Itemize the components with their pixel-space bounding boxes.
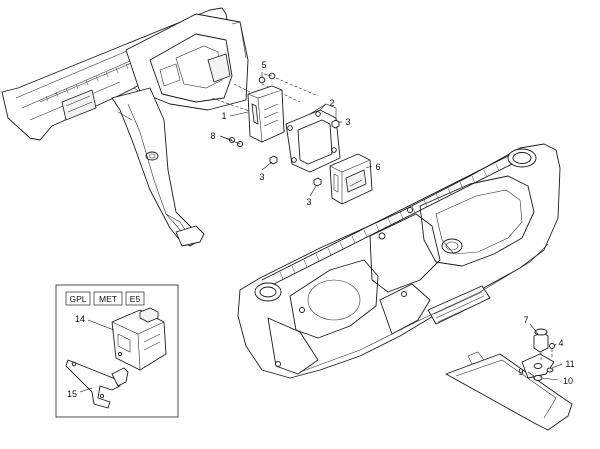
callout-11: 11 — [565, 359, 574, 369]
callout-5: 5 — [261, 60, 266, 70]
body-frame-structure — [1, 7, 249, 247]
callout-4: 4 — [558, 338, 563, 348]
callout-3a: 3 — [345, 117, 350, 127]
callout-10: 10 — [563, 376, 573, 386]
sensor-bracket-assembly — [445, 328, 573, 431]
callout-1: 1 — [221, 111, 226, 121]
callout-6: 6 — [375, 162, 380, 172]
ecu-module — [247, 85, 285, 143]
callout-14: 14 — [75, 314, 85, 324]
leader-lines — [79, 72, 563, 393]
inset-bracket — [65, 359, 129, 409]
ecu-assembly — [211, 72, 373, 205]
callout-labels: 1 2 3 3 3 5 6 8 14 15 7 4 11 9 10 — [67, 60, 575, 399]
inset-tag-gpl: GPL — [69, 294, 86, 304]
callout-9: 9 — [518, 367, 523, 377]
mounting-bracket — [285, 103, 341, 173]
callout-7: 7 — [523, 315, 528, 325]
callout-2: 2 — [329, 98, 334, 108]
callout-8: 8 — [210, 131, 215, 141]
callout-3b: 3 — [259, 172, 264, 182]
inset-ecu-module — [111, 307, 167, 371]
ecu-module-secondary — [329, 153, 373, 205]
inset-tag-met: MET — [99, 294, 117, 304]
inset-panel: GPL MET E5 — [55, 284, 179, 418]
callout-15: 15 — [67, 389, 77, 399]
fastener-screw — [229, 72, 340, 187]
inset-tag-e5: E5 — [130, 294, 141, 304]
dashboard-panel — [237, 143, 561, 379]
callout-3c: 3 — [306, 197, 311, 207]
